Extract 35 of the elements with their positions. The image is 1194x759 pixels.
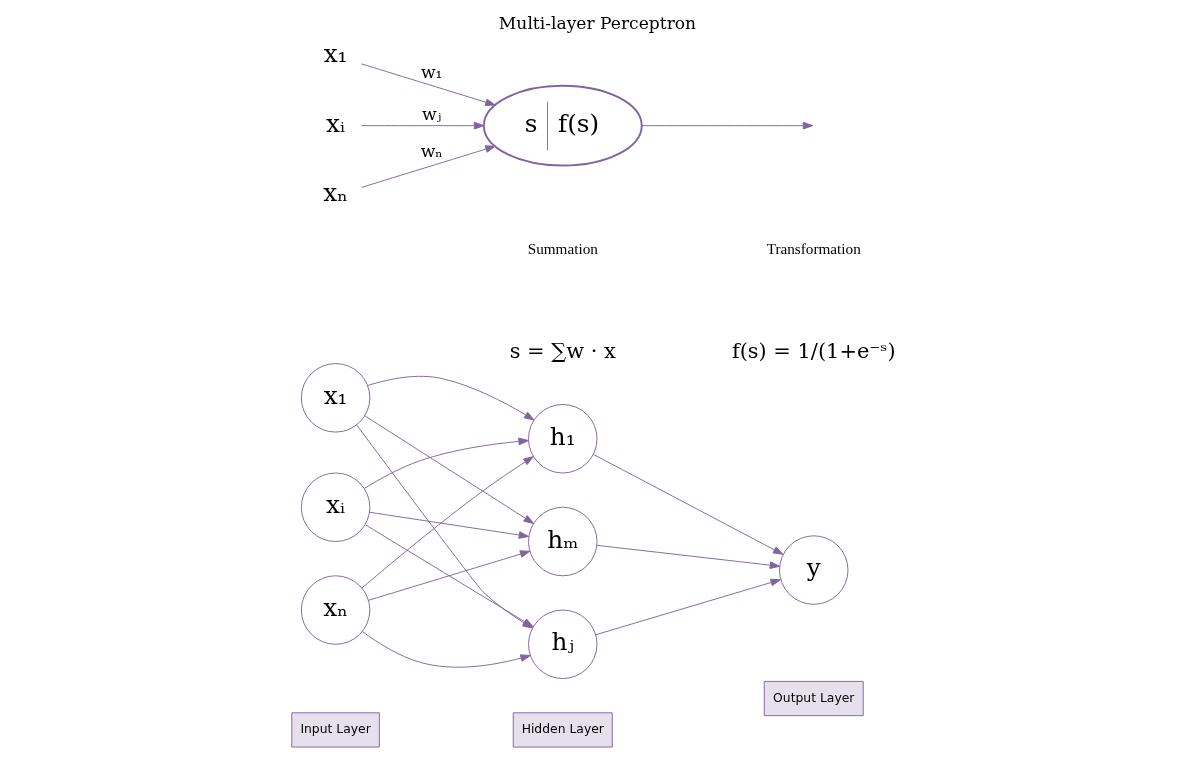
node-circle: x₁ <box>300 363 370 433</box>
arrow <box>363 437 529 489</box>
node-circle: hₘ <box>527 506 597 577</box>
node-text: xₙ <box>322 178 348 208</box>
node-box: Output Layer <box>763 680 864 717</box>
node-circle: y <box>778 535 848 605</box>
node-circle: h₁ <box>527 404 597 474</box>
arrow <box>367 550 530 601</box>
arrow <box>640 121 813 130</box>
node-box: Input Layer <box>290 712 380 748</box>
arrow <box>360 121 484 130</box>
label: s = ∑w · x <box>509 339 616 364</box>
arrow <box>592 453 783 555</box>
node-circle: hⱼ <box>527 609 597 680</box>
node-text: x₁ <box>323 39 348 69</box>
arrow <box>361 631 531 668</box>
arrow <box>368 511 529 539</box>
diagram-title: Multi-layer Perceptron <box>498 13 696 34</box>
node-circle: xᵢ <box>300 472 370 542</box>
arrow <box>367 375 534 421</box>
label: f(s) = 1/(1+e⁻ˢ) <box>731 339 896 364</box>
edge-label: w₁ <box>420 61 442 82</box>
arrow <box>596 544 780 569</box>
arrow <box>594 578 781 636</box>
edge-label: wⱼ <box>421 104 441 125</box>
arrow <box>361 456 534 589</box>
label: Summation <box>527 239 598 257</box>
edge-label: wₙ <box>420 141 443 162</box>
arrow <box>364 415 534 524</box>
label: Transformation <box>766 239 861 257</box>
node-box: Hidden Layer <box>512 712 613 748</box>
node-circle: xₙ <box>300 575 370 645</box>
arrow <box>360 145 496 188</box>
arrow <box>360 63 496 106</box>
node-text: xᵢ <box>325 108 345 138</box>
